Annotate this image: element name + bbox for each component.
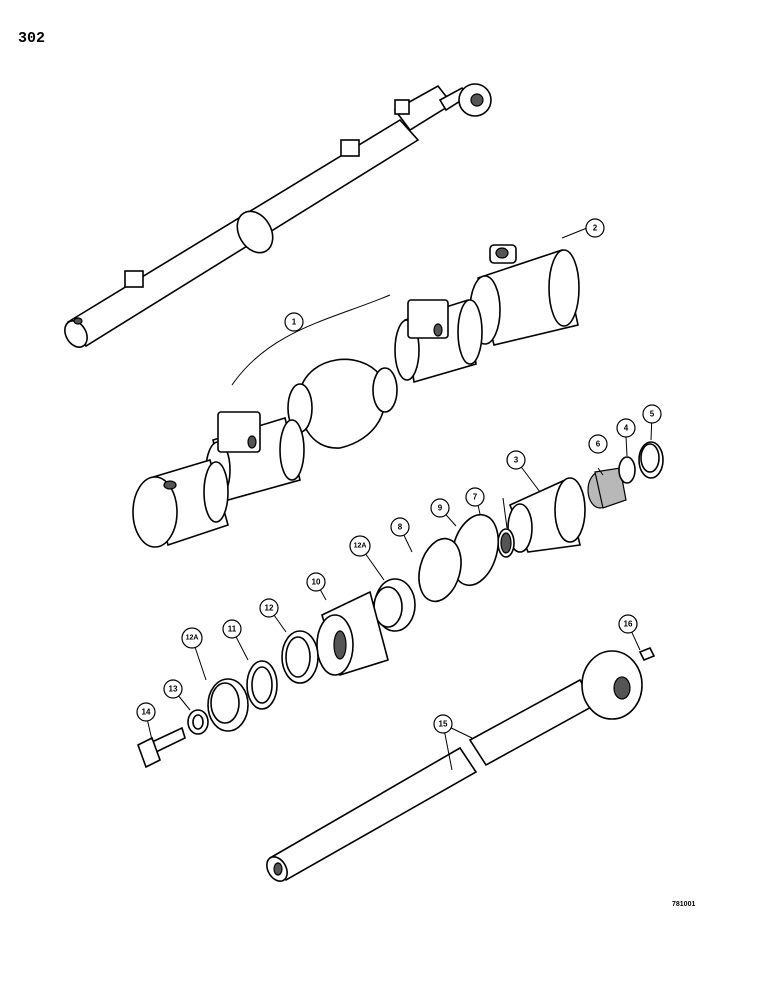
callout-3-label: 3 xyxy=(514,456,519,465)
gland-and-seals xyxy=(418,441,664,603)
callout-15: 15 xyxy=(433,714,453,734)
callout-7: 7 xyxy=(465,487,485,507)
callout-13-label: 13 xyxy=(169,685,178,694)
callout-7-label: 7 xyxy=(473,493,478,502)
callout-1-label: 1 xyxy=(292,318,297,327)
callout-4: 4 xyxy=(616,418,636,438)
rod-assembly xyxy=(266,646,656,882)
callout-5: 5 xyxy=(642,404,662,424)
page-number: 302 xyxy=(18,30,46,47)
callout-8-label: 8 xyxy=(398,523,403,532)
callout-16: 16 xyxy=(618,614,638,634)
callout-12-label: 12 xyxy=(265,604,274,613)
callout-6: 6 xyxy=(588,434,608,454)
callout-14: 14 xyxy=(136,702,156,722)
callout-8: 8 xyxy=(390,517,410,537)
callout-1: 1 xyxy=(284,312,304,332)
callout-11-label: 11 xyxy=(228,625,237,634)
piston-assembly xyxy=(137,578,416,769)
callout-12a-lower-label: 12A xyxy=(186,635,199,642)
callout-3: 3 xyxy=(506,450,526,470)
callout-15-label: 15 xyxy=(439,720,448,729)
callout-13: 13 xyxy=(163,679,183,699)
callout-10-label: 10 xyxy=(312,578,321,587)
figure-code: 781001 xyxy=(672,901,696,908)
callout-5-label: 5 xyxy=(650,410,655,419)
callout-12: 12 xyxy=(259,598,279,618)
callout-10: 10 xyxy=(306,572,326,592)
callout-2-label: 2 xyxy=(593,224,598,233)
assembled-cylinder xyxy=(64,83,492,348)
callout-12a-upper-label: 12A xyxy=(354,543,367,550)
callout-9-label: 9 xyxy=(438,504,443,513)
callout-2: 2 xyxy=(585,218,605,238)
callout-4-label: 4 xyxy=(624,424,629,433)
callout-14-label: 14 xyxy=(142,708,151,717)
callout-11: 11 xyxy=(222,619,242,639)
callout-16-label: 16 xyxy=(624,620,633,629)
callout-9: 9 xyxy=(430,498,450,518)
callout-12a-upper: 12A xyxy=(349,535,371,557)
barrel-sections xyxy=(132,244,580,548)
callout-6-label: 6 xyxy=(596,440,601,449)
callout-12a-lower: 12A xyxy=(181,627,203,649)
